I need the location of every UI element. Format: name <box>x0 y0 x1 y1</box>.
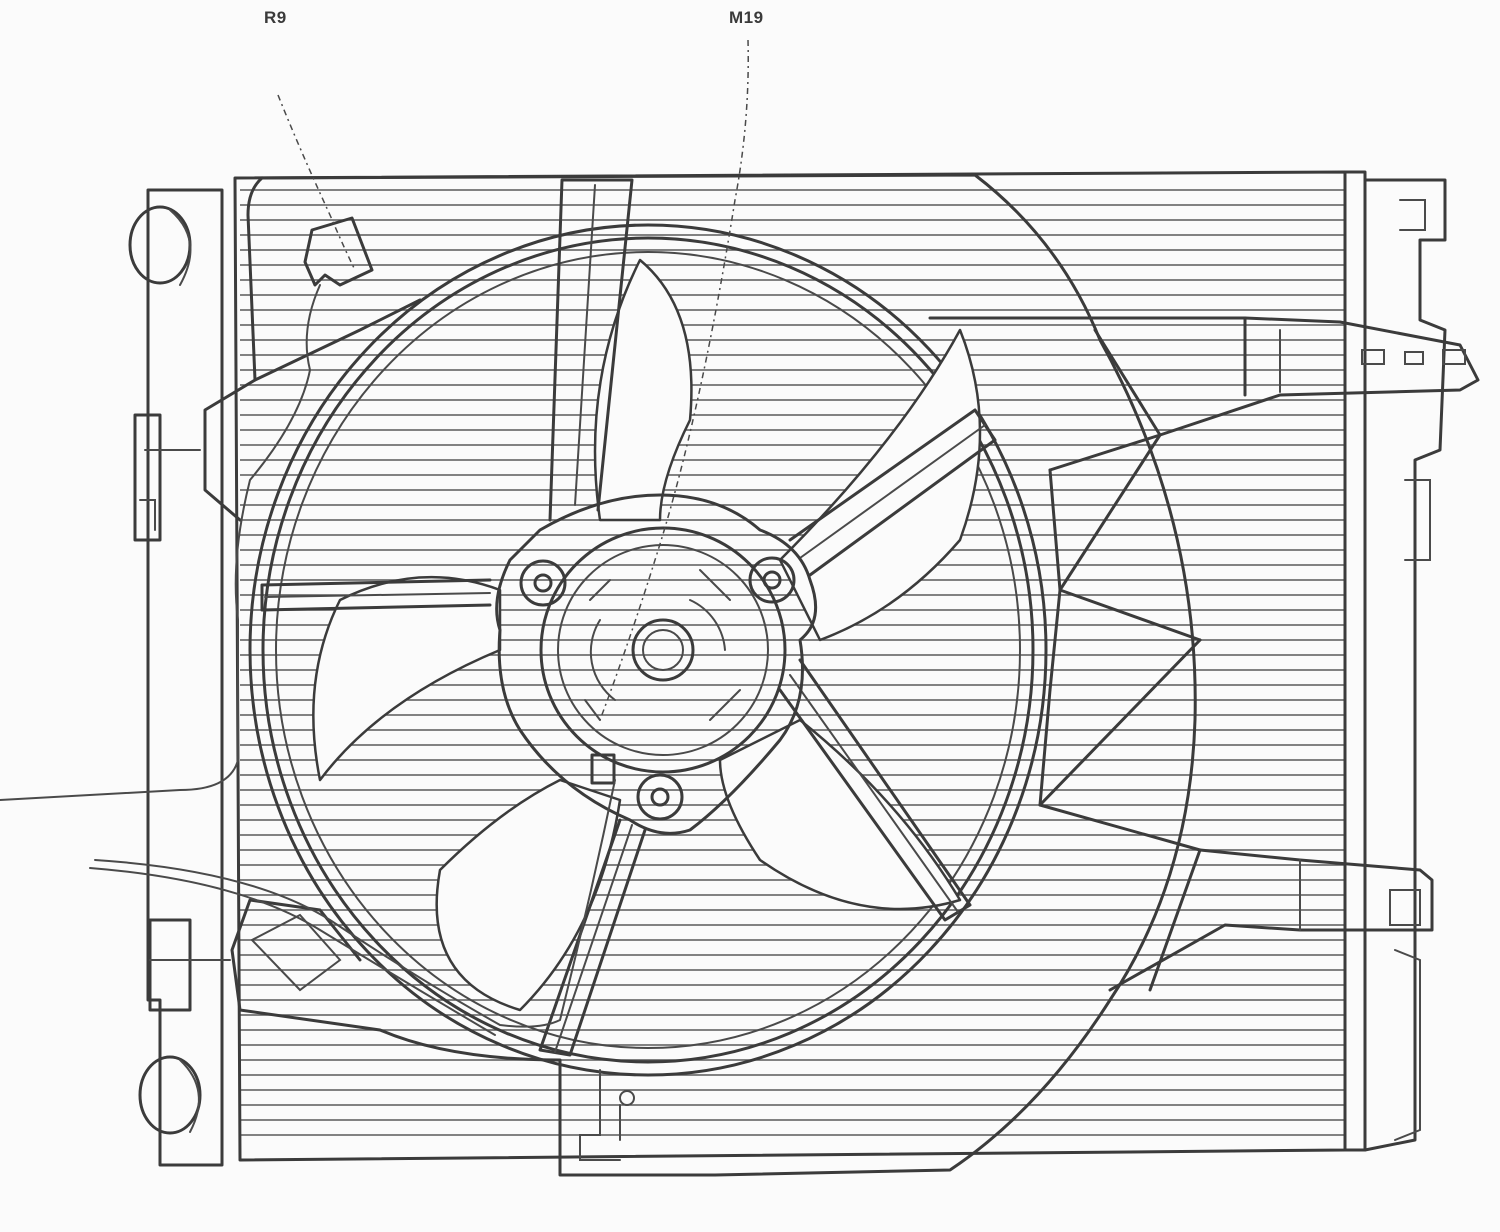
callout-r9: R9 <box>264 8 287 27</box>
resistor-r9-connector <box>0 216 374 801</box>
mounting-peg-bottom-left <box>138 1055 202 1135</box>
r9-leader-line <box>277 94 356 271</box>
shroud-right-struts <box>928 316 1480 992</box>
left-clip-upper <box>133 413 201 542</box>
shroud-bottom-mount <box>579 1069 635 1161</box>
hub-bolt-bottom <box>636 773 684 821</box>
fan-motor-hub <box>495 493 818 835</box>
left-clip-lower <box>148 918 231 1012</box>
wiring-harness <box>89 779 616 1036</box>
fan-blades <box>312 258 982 1012</box>
callout-m19: M19 <box>729 8 764 27</box>
radiator-core-fins <box>240 189 1345 1136</box>
hub-bolt-left <box>519 559 567 607</box>
fan-blade <box>312 575 502 782</box>
fan-blade <box>718 718 962 911</box>
mounting-peg-top-left <box>128 205 192 286</box>
m19-leader-line <box>599 39 749 721</box>
fan-spokes <box>260 178 997 1057</box>
fan-blade <box>778 328 982 642</box>
fan-ring <box>248 223 1048 1077</box>
motor-connector <box>590 753 616 785</box>
hub-bolt-right <box>748 556 796 604</box>
fan-blade <box>593 258 693 522</box>
